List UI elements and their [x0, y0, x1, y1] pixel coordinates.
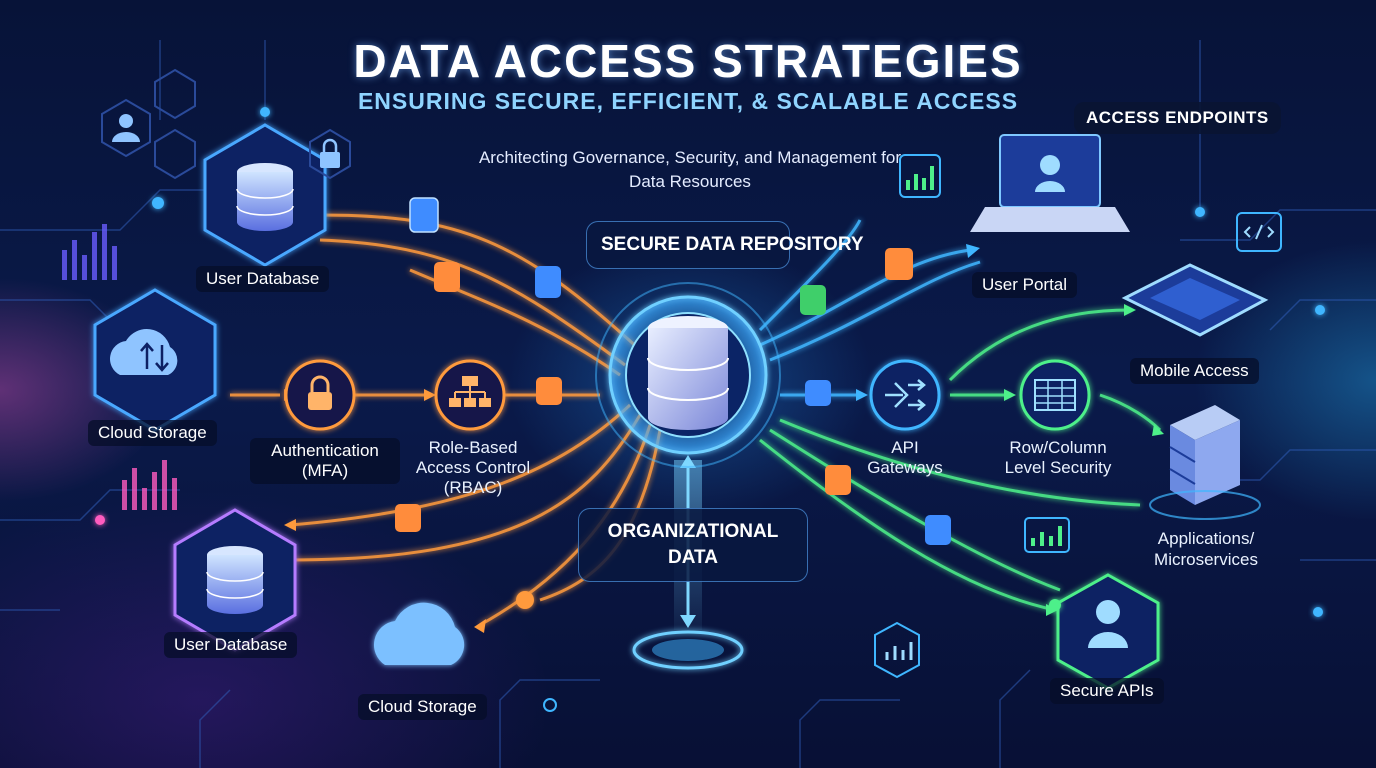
hex-secure-apis — [1056, 573, 1160, 690]
tablet-icon — [1121, 263, 1269, 337]
hex-user-database-top — [203, 123, 327, 267]
beam-arrow-up — [680, 455, 696, 468]
laptop-icon — [970, 134, 1130, 232]
rbac-label-line1: Role-Based — [428, 438, 518, 457]
mobile-access-label: Mobile Access — [1130, 358, 1259, 384]
secure-apis-label: Secure APIs — [1050, 678, 1164, 704]
page-description: Architecting Governance, Security, and M… — [478, 148, 902, 191]
hierarchy-icon — [434, 359, 506, 431]
applications-label-line2: Microservices — [1154, 550, 1258, 569]
hex-user-database-bottom — [173, 508, 297, 652]
beam-arrow-down — [680, 615, 696, 628]
auth-node — [284, 359, 356, 431]
applications-label-line1: Applications/ — [1157, 529, 1255, 548]
doc-tags — [395, 197, 951, 545]
row-column-security-label: Row/Column Level Security — [990, 438, 1126, 478]
applications-label: Applications/ Microservices — [1138, 528, 1274, 570]
lock-icon — [320, 138, 340, 168]
user-database-bottom-label: User Database — [164, 632, 298, 658]
api-icon — [869, 359, 941, 431]
cloud-icon — [373, 602, 465, 665]
glow-dots — [95, 107, 1325, 712]
rbac-label: Role-Based Access Control (RBAC) — [398, 438, 548, 498]
authentication-label: Authentication (MFA) — [250, 438, 400, 484]
decor-bars — [62, 224, 177, 510]
api-label-line2: Gateways — [867, 458, 943, 477]
user-database-top-label: User Database — [196, 266, 330, 292]
page-title: DATA ACCESS STRATEGIES — [353, 35, 1023, 87]
rbac-label-line3: (RBAC) — [443, 478, 503, 497]
user-icon — [112, 114, 140, 142]
api-label-line1: API — [891, 438, 919, 457]
cloud-storage-bottom-label: Cloud Storage — [358, 694, 487, 720]
blue-flow-lines — [758, 219, 981, 397]
table-icon — [1019, 359, 1091, 431]
rbac-label-line2: Access Control — [415, 458, 531, 477]
decor-hexagons — [101, 68, 351, 180]
organizational-data-label: ORGANIZATIONAL DATA — [578, 508, 808, 582]
code-icon — [1236, 212, 1282, 252]
access-endpoints-heading: ACCESS ENDPOINTS — [1074, 102, 1281, 134]
data-pedestal — [632, 630, 744, 670]
blue-arrowheads — [856, 244, 980, 401]
repository-label: SECURE DATA REPOSITORY — [586, 221, 864, 269]
api-gateways-label: API Gateways — [855, 438, 955, 478]
page-subtitle: ENSURING SECURE, EFFICIENT, & SCALABLE A… — [357, 88, 1019, 114]
server-icon — [1149, 405, 1261, 520]
chart-icon — [874, 154, 1070, 679]
hex-cloud-storage-left — [93, 288, 217, 432]
database-icon — [647, 316, 729, 430]
rowcol-label-line2: Level Security — [1004, 458, 1112, 477]
user-portal-label: User Portal — [972, 272, 1078, 298]
cloud-storage-left-label: Cloud Storage — [88, 420, 217, 446]
rowcol-label-line1: Row/Column — [1009, 438, 1107, 457]
